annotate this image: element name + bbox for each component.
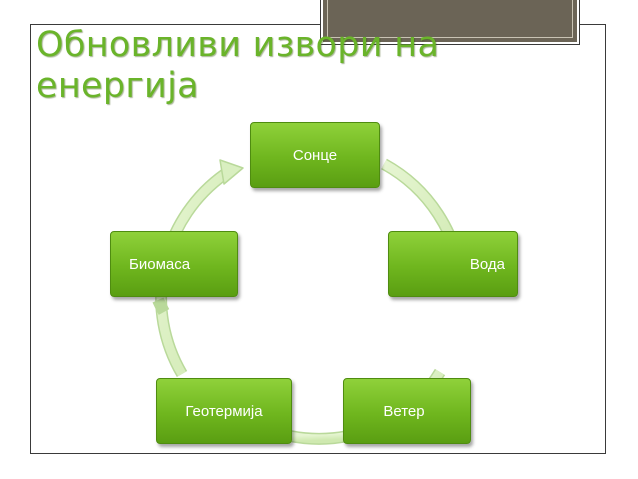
cycle-node-label: Вода — [469, 255, 505, 273]
cycle-node-sun: Сонце — [250, 122, 380, 188]
cycle-node-wind: Ветер — [343, 378, 471, 444]
cycle-node-water: Вода — [388, 231, 518, 297]
header-decor-box — [321, 0, 579, 44]
cycle-node-label: Геотермија — [185, 402, 263, 420]
cycle-node-label: Сонце — [292, 146, 338, 164]
cycle-node-label: Ветер — [383, 402, 425, 420]
cycle-node-geothermal: Геотермија — [156, 378, 292, 444]
cycle-arrowhead-icon — [219, 159, 244, 185]
slide-title: Обновливи извори на енергија — [36, 25, 440, 106]
cycle-node-label: Биомаса — [129, 255, 191, 273]
cycle-node-biomass: Биомаса — [110, 231, 238, 297]
header-decor-inner — [327, 0, 573, 38]
